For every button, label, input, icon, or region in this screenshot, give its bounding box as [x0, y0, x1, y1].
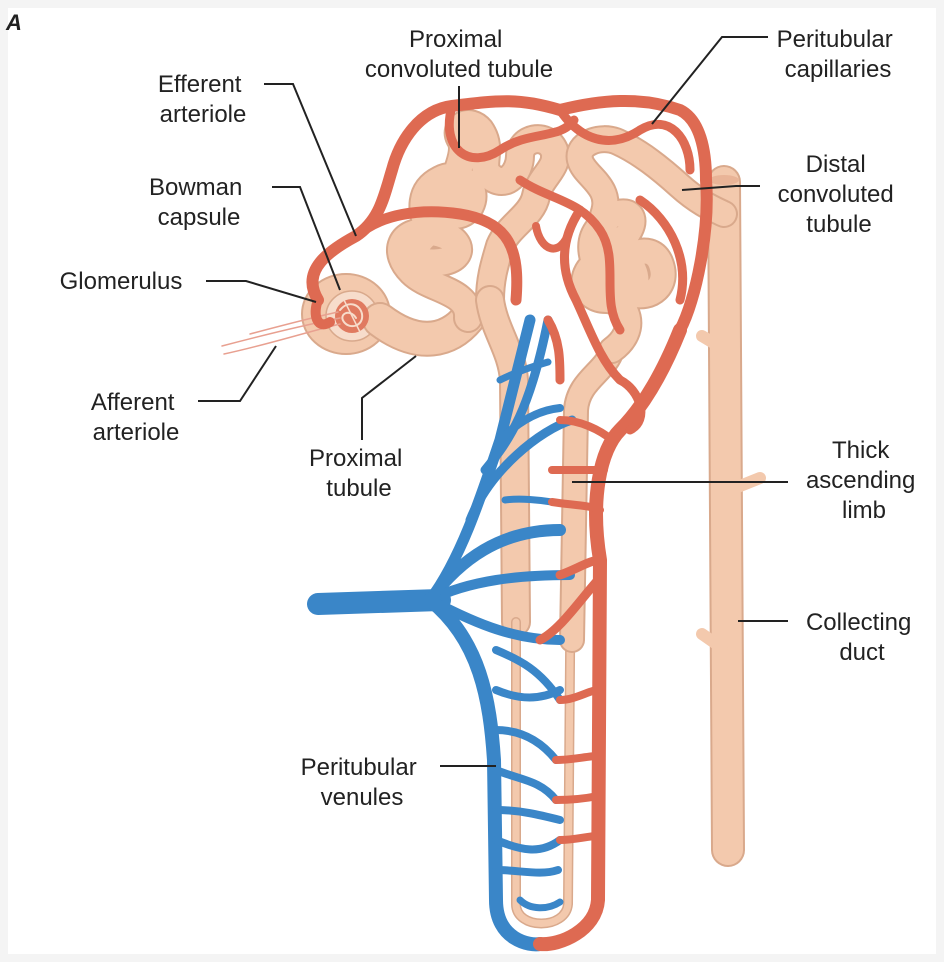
efferent-arteriole-shape [310, 295, 335, 330]
label-collecting-duct: Collecting duct [806, 609, 918, 666]
label-bowman-capsule: Bowman capsule [149, 174, 249, 231]
collecting-duct-shape [696, 165, 766, 867]
label-peritubular-venules: Peritubular venules [301, 754, 424, 811]
leader-lines [198, 36, 788, 767]
label-proximal-tubule: Proximal tubule [309, 445, 409, 502]
glomerulus-shape [335, 299, 369, 333]
labels: Proximal convoluted tubule Peritubular c… [60, 26, 922, 811]
label-proximal-convoluted-tubule: Proximal convoluted tubule [365, 26, 553, 83]
leader-glomerulus [206, 280, 317, 303]
label-afferent-arteriole: Afferent arteriole [91, 389, 181, 446]
leader-bowman-capsule [272, 186, 341, 291]
label-thick-ascending-limb: Thick ascending limb [806, 437, 922, 524]
label-glomerulus: Glomerulus [60, 268, 183, 295]
panel-letter: A [5, 10, 22, 35]
leader-afferent-arteriole [198, 345, 277, 402]
leader-proximal-tubule [361, 355, 417, 440]
leader-peritubular-capillaries [651, 36, 768, 125]
label-peritubular-capillaries: Peritubular capillaries [777, 26, 900, 83]
leader-distal-convoluted-tubule [681, 185, 760, 191]
leader-efferent-arteriole [264, 83, 357, 237]
label-distal-convoluted-tubule: Distal convoluted tubule [778, 151, 901, 238]
label-efferent-arteriole: Efferent arteriole [158, 71, 248, 128]
peritubular-venules-shape [307, 314, 577, 952]
peritubular-capillaries-shape [306, 95, 713, 952]
